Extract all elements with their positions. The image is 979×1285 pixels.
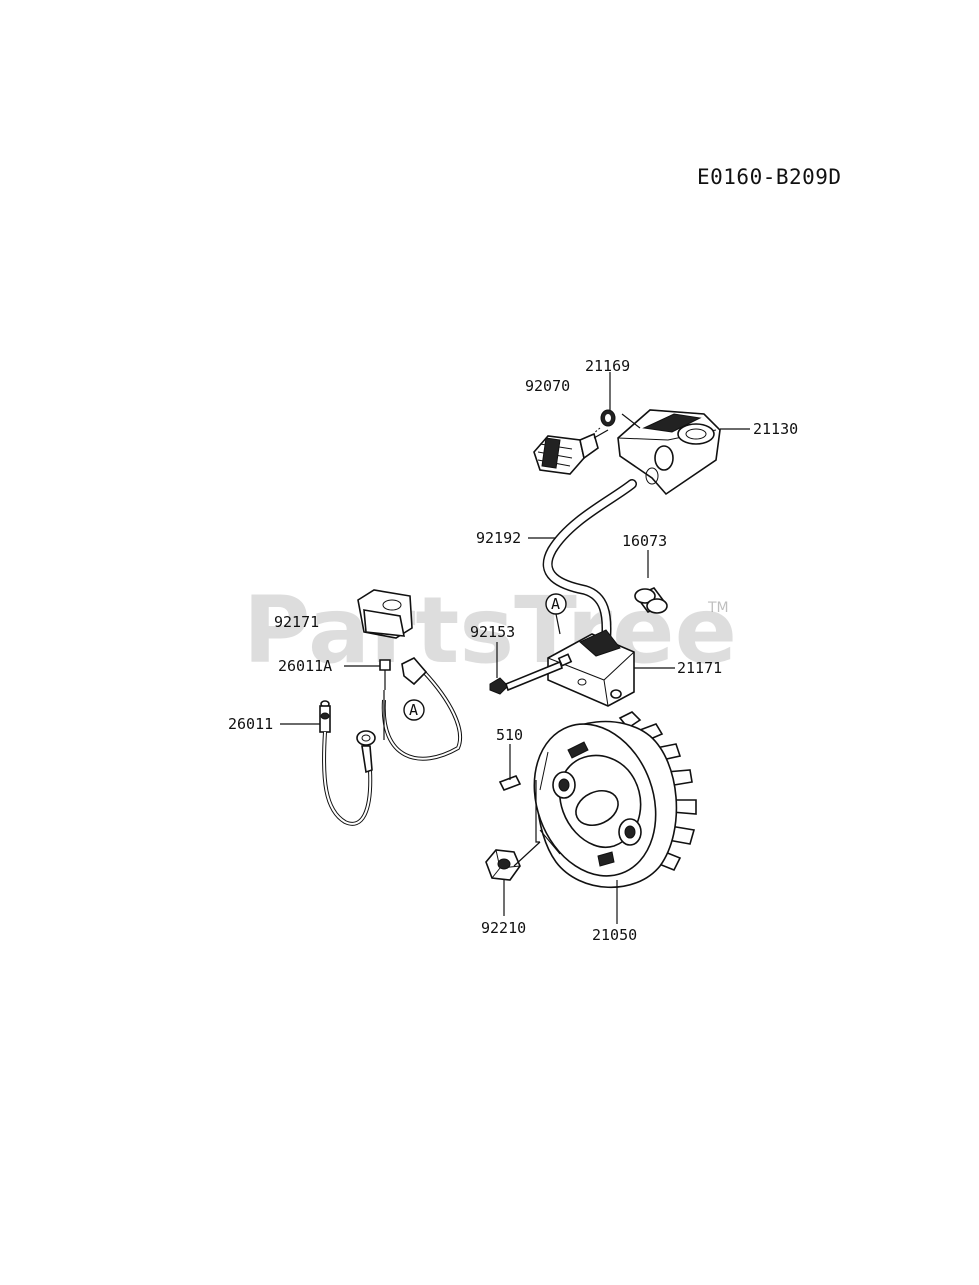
high-tension-cord [542, 479, 637, 645]
ignition-coil [547, 629, 635, 707]
callout-marker-coil: A [545, 593, 567, 635]
part-label-21169: 21169 [585, 357, 630, 375]
plate [357, 589, 413, 639]
leader-lines [280, 372, 750, 924]
callout-letter: A [551, 595, 560, 613]
flange-nut [485, 849, 521, 881]
part-label-26011: 26011 [228, 715, 273, 733]
part-labels: 21169 92070 21130 92192 16073 92171 9215… [228, 357, 798, 944]
callout-marker-wire: A [403, 699, 425, 721]
diagram-code: E0160-B209D [697, 165, 842, 189]
plug-cap [617, 409, 721, 496]
part-label-92070: 92070 [525, 377, 570, 395]
bolt [489, 660, 563, 695]
part-label-26011a: 26011A [278, 657, 332, 675]
part-label-21050: 21050 [592, 926, 637, 944]
part-label-510: 510 [496, 726, 523, 744]
part-label-92192: 92192 [476, 529, 521, 547]
spark-plug [533, 429, 609, 475]
lead-wire-a [379, 657, 463, 761]
bushing [634, 587, 668, 614]
part-label-92171: 92171 [274, 613, 319, 631]
lead-wire [319, 700, 376, 826]
flywheel [533, 711, 697, 889]
part-label-16073: 16073 [622, 532, 667, 550]
plug-terminal-nut [593, 409, 616, 434]
part-label-92210: 92210 [481, 919, 526, 937]
part-label-21171: 21171 [677, 659, 722, 677]
part-label-21130: 21130 [753, 420, 798, 438]
watermark-tm: TM [707, 600, 729, 616]
part-label-92153: 92153 [470, 623, 515, 641]
callout-letter: A [409, 701, 418, 719]
key [498, 774, 522, 792]
